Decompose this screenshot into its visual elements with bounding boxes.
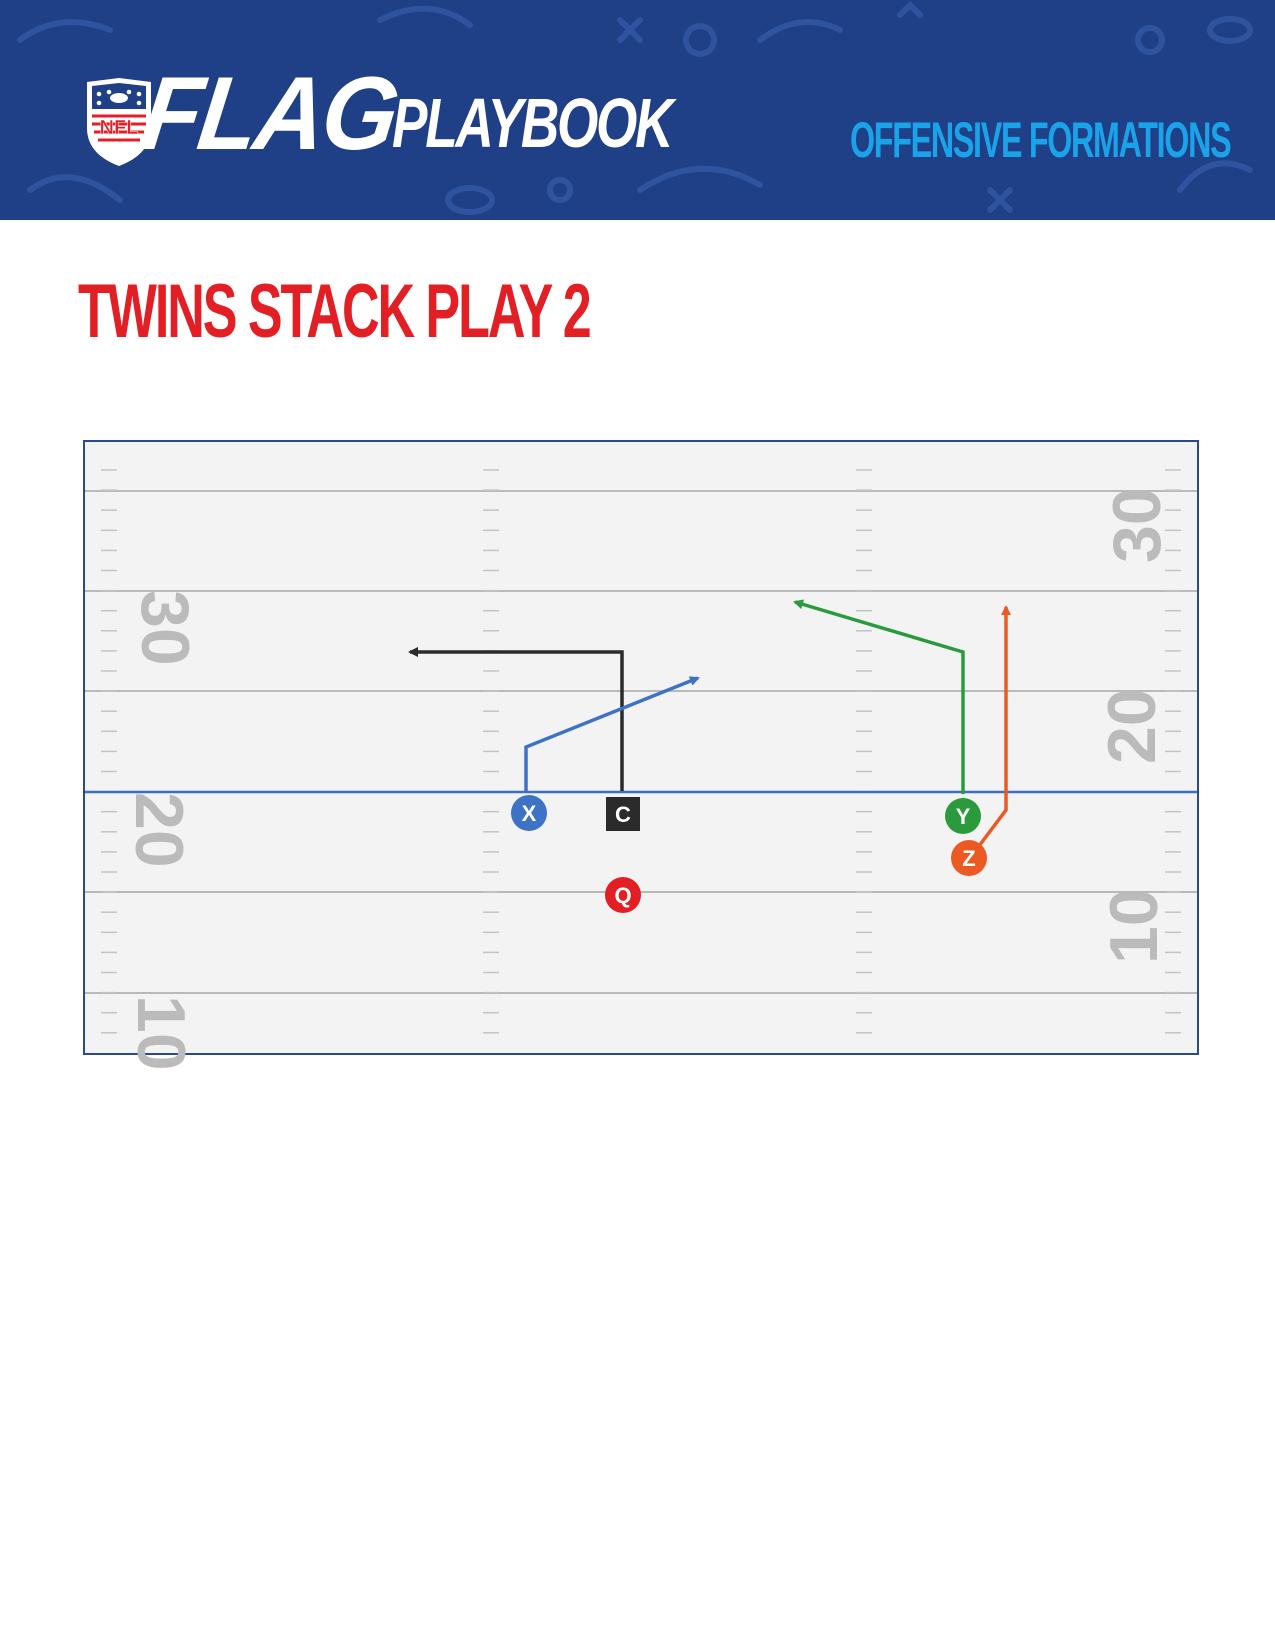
nfl-shield-logo: NFL — [87, 78, 151, 166]
route-z-go — [968, 605, 1011, 860]
svg-text:Y: Y — [956, 804, 971, 829]
player-y: Y — [945, 798, 981, 834]
field — [83, 440, 1199, 1055]
player-c: C — [606, 797, 640, 831]
route-c-out — [408, 647, 624, 791]
player-z: Z — [951, 840, 987, 876]
play-diagram: 30 20 10 30 20 10 X C Q Y Z — [83, 440, 1199, 1071]
section-label: OFFENSIVE FORMATIONS — [850, 112, 1232, 168]
yard-number-right-10: 10 — [1096, 888, 1172, 964]
play-title: TWINS STACK PLAY 2 — [78, 269, 592, 354]
yard-number-left-30: 30 — [127, 590, 203, 666]
header-banner: NFL FLAG PLAYBOOK OFFENSIVE FORMATIONS — [0, 0, 1275, 220]
yard-number-right-30: 30 — [1099, 487, 1175, 563]
svg-text:Q: Q — [614, 883, 631, 908]
route-x-slant — [524, 676, 700, 791]
yard-number-right-20: 20 — [1094, 688, 1170, 764]
yard-number-left-20: 20 — [121, 792, 197, 868]
playbook-wordmark: PLAYBOOK — [392, 84, 674, 162]
svg-text:Z: Z — [962, 846, 975, 871]
route-y-post — [793, 599, 965, 794]
svg-text:X: X — [522, 801, 537, 826]
player-x: X — [511, 795, 547, 831]
yard-lines — [85, 490, 1197, 994]
player-q: Q — [605, 877, 641, 913]
svg-text:C: C — [615, 802, 631, 827]
banner-doodle-pattern — [17, 0, 1253, 215]
yard-number-left-10: 10 — [123, 995, 199, 1071]
shield-text: NFL — [100, 117, 139, 139]
